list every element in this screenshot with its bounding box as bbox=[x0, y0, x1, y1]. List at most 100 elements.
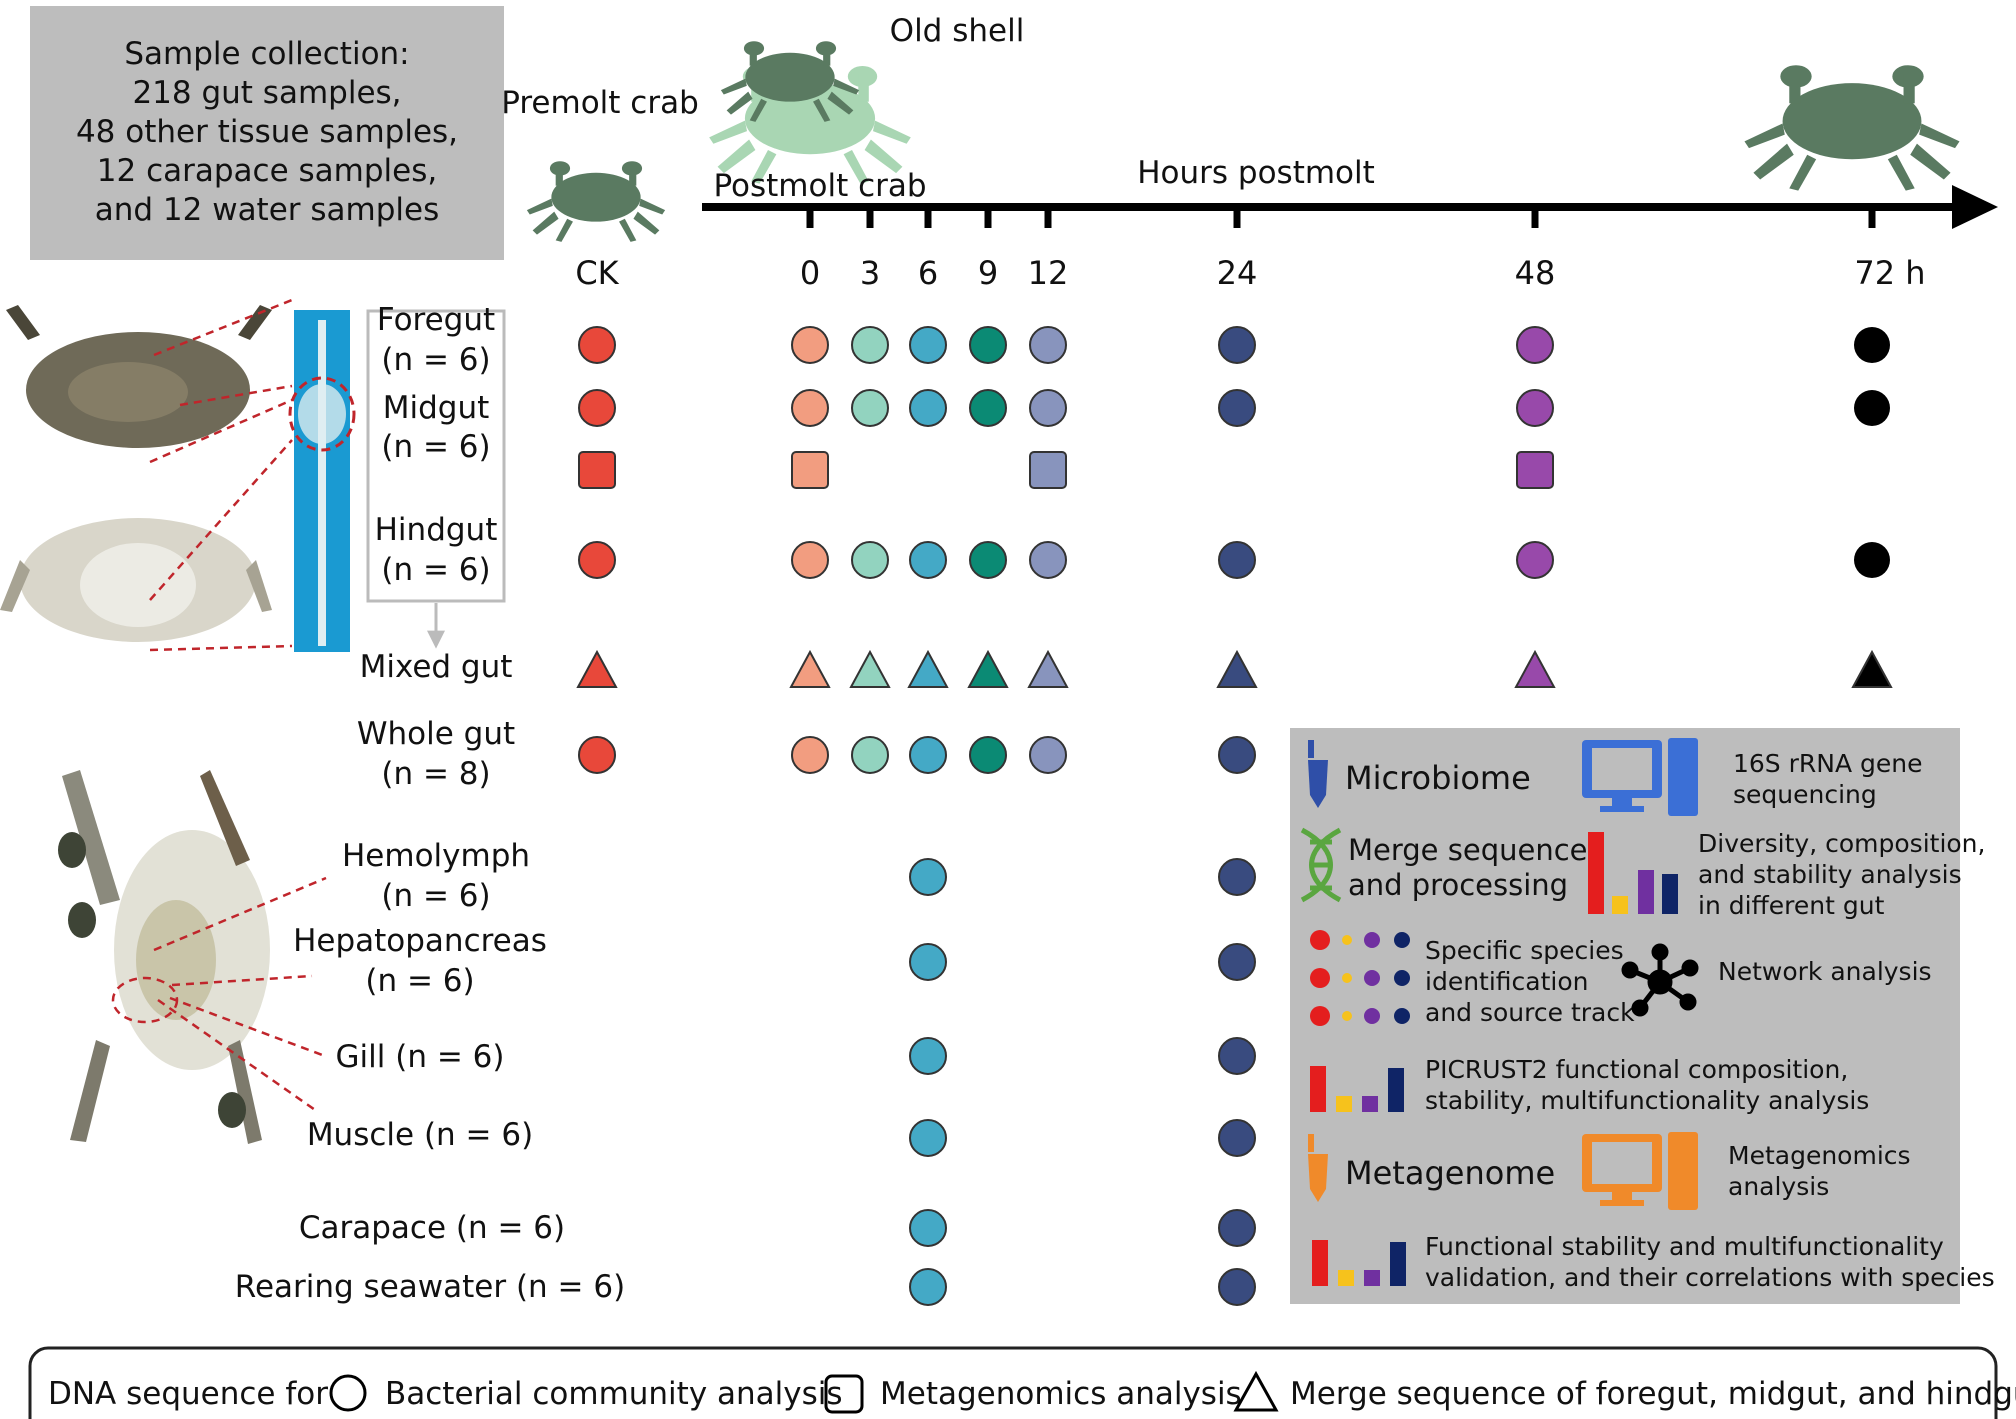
legend: DNA sequence for Bacterial community ana… bbox=[28, 1346, 2016, 1419]
sample-marker bbox=[851, 736, 889, 774]
sample-marker bbox=[1218, 858, 1256, 896]
postmolt-label: Postmolt crab bbox=[713, 168, 926, 204]
bar-chart-icon bbox=[1588, 832, 1678, 914]
sample-marker bbox=[969, 541, 1007, 579]
sample-marker bbox=[1854, 390, 1890, 426]
network-icon bbox=[1621, 943, 1699, 1017]
sample-marker bbox=[909, 541, 947, 579]
sample-marker bbox=[1516, 541, 1554, 579]
diversity-text: in different gut bbox=[1698, 891, 1885, 920]
sample-marker bbox=[789, 649, 831, 688]
sample-marker bbox=[969, 326, 1007, 364]
sample-marker bbox=[1218, 1037, 1256, 1075]
gut-photo bbox=[288, 310, 356, 652]
computer-icon bbox=[1582, 1132, 1698, 1210]
sample-markers bbox=[576, 326, 1893, 1306]
timepoint-label: 48 bbox=[1515, 254, 1556, 292]
sample-marker bbox=[1218, 736, 1256, 774]
sample-marker bbox=[578, 541, 616, 579]
timepoint-label: 12 bbox=[1028, 254, 1069, 292]
merge-text: and processing bbox=[1348, 868, 1568, 902]
sample-marker bbox=[909, 736, 947, 774]
row-label: (n = 6) bbox=[365, 963, 474, 999]
photo-connector-lines bbox=[111, 298, 327, 1114]
metagenomics-text: analysis bbox=[1728, 1172, 1829, 1201]
specific-text: Specific species bbox=[1425, 936, 1624, 965]
legend-triangle-icon bbox=[1233, 1370, 1279, 1412]
crab-dissection-photo bbox=[0, 305, 272, 642]
sample-marker bbox=[1029, 326, 1067, 364]
tube-icon bbox=[1308, 1134, 1328, 1202]
row-label: Rearing seawater (n = 6) bbox=[235, 1269, 625, 1305]
sample-marker bbox=[578, 326, 616, 364]
microbiome-title: Microbiome bbox=[1345, 759, 1531, 797]
sample-marker bbox=[1218, 943, 1256, 981]
sample-marker bbox=[1854, 542, 1890, 578]
picrust-text: PICRUST2 functional composition, bbox=[1425, 1055, 1848, 1084]
sample-marker bbox=[909, 943, 947, 981]
sample-marker bbox=[791, 541, 829, 579]
row-label: (n = 6) bbox=[381, 342, 490, 378]
summary-line: and 12 water samples bbox=[95, 192, 440, 228]
sample-marker bbox=[578, 736, 616, 774]
row-label: Whole gut bbox=[357, 716, 515, 752]
sample-marker bbox=[851, 541, 889, 579]
timepoint-label: 0 bbox=[800, 254, 820, 292]
metagenome-title: Metagenome bbox=[1345, 1154, 1555, 1192]
seq16s-text: sequencing bbox=[1733, 780, 1877, 809]
sample-marker bbox=[791, 389, 829, 427]
timepoint-label: 72 h bbox=[1854, 254, 1925, 292]
sample-marker bbox=[1218, 1268, 1256, 1306]
row-label: Hepatopancreas bbox=[293, 923, 547, 959]
sample-marker bbox=[909, 1119, 947, 1157]
diversity-text: Diversity, composition, bbox=[1698, 829, 1985, 858]
functional-text: Functional stability and multifunctional… bbox=[1425, 1232, 1944, 1261]
sample-marker bbox=[1218, 541, 1256, 579]
row-label: Hemolymph bbox=[342, 838, 530, 874]
sample-marker bbox=[578, 451, 616, 489]
sample-marker bbox=[851, 389, 889, 427]
sample-marker bbox=[1516, 451, 1554, 489]
bar-chart-icon bbox=[1312, 1240, 1406, 1286]
sample-marker bbox=[851, 326, 889, 364]
row-labels: Foregut(n = 6)Midgut(n = 6)Hindgut(n = 6… bbox=[235, 302, 625, 1305]
sample-marker bbox=[1514, 649, 1556, 688]
sample-marker bbox=[849, 649, 891, 688]
dna-icon bbox=[1300, 827, 1342, 903]
timepoint-label: 24 bbox=[1217, 254, 1258, 292]
seq16s-text: 16S rRNA gene bbox=[1733, 749, 1923, 778]
summary-line: 12 carapace samples, bbox=[97, 153, 437, 189]
row-label: (n = 6) bbox=[381, 878, 490, 914]
sample-marker bbox=[909, 389, 947, 427]
legend-circle-label: Bacterial community analysis bbox=[385, 1376, 843, 1412]
sample-marker bbox=[576, 649, 618, 688]
gut-sections-box bbox=[366, 309, 506, 603]
sample-marker bbox=[791, 451, 829, 489]
row-label: Muscle (n = 6) bbox=[307, 1117, 533, 1153]
specific-text: and source track bbox=[1425, 998, 1635, 1027]
row-label: Foregut bbox=[377, 302, 495, 338]
tube-icon bbox=[1308, 740, 1328, 808]
sample-marker bbox=[1029, 451, 1067, 489]
timepoint-label: 3 bbox=[860, 254, 880, 292]
sample-marker bbox=[969, 389, 1007, 427]
sample-marker bbox=[967, 649, 1009, 688]
sample-marker bbox=[1029, 389, 1067, 427]
specific-text: identification bbox=[1425, 967, 1589, 996]
sample-marker bbox=[1854, 327, 1890, 363]
sample-marker bbox=[1218, 326, 1256, 364]
old-shell-label: Old shell bbox=[890, 13, 1025, 49]
legend-square-label: Metagenomics analysis bbox=[880, 1376, 1242, 1412]
premolt-crab-illustration bbox=[526, 161, 666, 242]
timepoint-label: 6 bbox=[918, 254, 938, 292]
timeline-axis bbox=[702, 185, 1998, 229]
tissue-photo bbox=[40, 742, 270, 1154]
hours-postmolt-label: Hours postmolt bbox=[1137, 155, 1375, 191]
timepoint-label: 9 bbox=[978, 254, 998, 292]
sample-marker bbox=[1516, 326, 1554, 364]
row-label: Gill (n = 6) bbox=[336, 1039, 505, 1075]
summary-line: Sample collection: bbox=[124, 36, 409, 72]
sample-marker bbox=[969, 736, 1007, 774]
functional-text: validation, and their correlations with … bbox=[1425, 1263, 1995, 1292]
